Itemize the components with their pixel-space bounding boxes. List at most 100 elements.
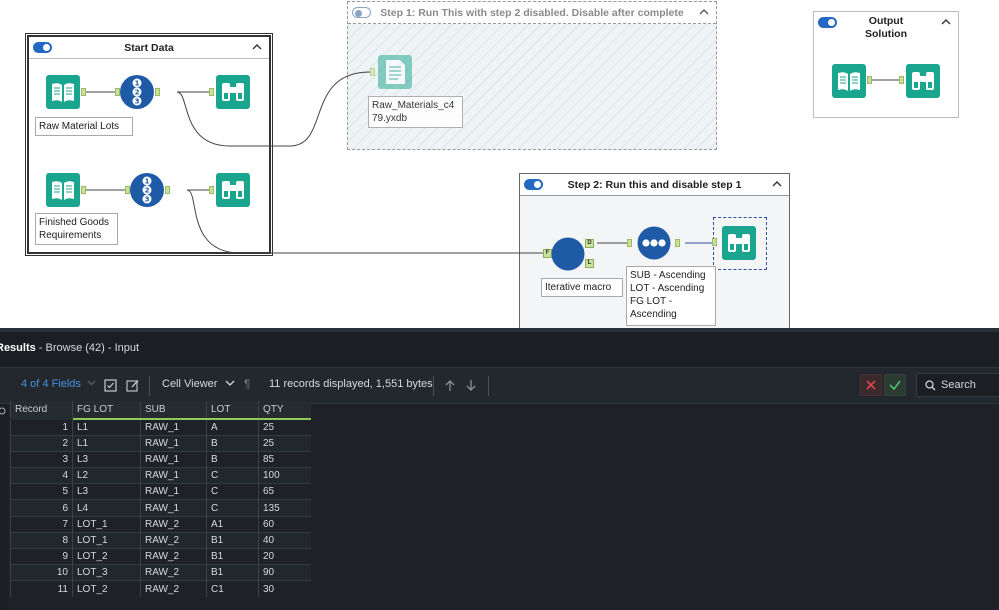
column-header[interactable]: FG LOT [72,401,141,420]
record-number-cell[interactable]: 2 [10,434,73,452]
browse-tool-step2[interactable] [722,226,756,260]
toggle-switch[interactable] [524,179,543,190]
table-cell[interactable]: C [206,483,259,500]
table-cell[interactable]: L3 [72,483,141,500]
table-cell[interactable]: 40 [258,531,311,549]
container-header[interactable]: Step 2: Run this and disable step 1 [520,174,789,196]
table-cell[interactable]: 100 [258,467,311,484]
arrow-up-icon[interactable] [444,379,456,392]
output-anchor[interactable] [81,186,86,194]
output-anchor[interactable] [867,76,872,84]
table-cell[interactable]: LOT_1 [72,531,141,549]
chevron-up-icon[interactable] [771,178,783,190]
table-cell[interactable]: B1 [206,547,259,565]
table-cell[interactable]: LOT_1 [72,515,141,533]
output-anchor[interactable] [81,88,86,96]
input-anchor[interactable] [712,238,717,246]
panel-resize-bar[interactable] [0,328,999,332]
chevron-up-icon[interactable] [698,6,710,18]
edit-icon[interactable] [126,379,139,392]
record-number-cell[interactable]: 9 [10,547,73,565]
record-number-cell[interactable]: 3 [10,450,73,468]
input-anchor[interactable] [125,186,130,194]
record-number-cell[interactable]: 1 [10,418,73,436]
input-anchor[interactable] [209,186,214,194]
toggle-switch[interactable] [352,7,371,18]
checkbox-icon[interactable] [104,379,117,392]
iterative-macro-tool[interactable] [551,237,585,271]
input-tool-output-solution[interactable] [832,64,866,98]
browse-tool-2[interactable] [216,173,250,207]
column-header[interactable]: Record [10,401,73,420]
record-number-cell[interactable]: 8 [10,531,73,549]
container-header[interactable]: Output Solution [814,12,958,44]
cancel-button[interactable] [860,374,882,396]
table-cell[interactable]: L3 [72,450,141,468]
table-cell[interactable]: RAW_1 [140,450,207,468]
output-anchor[interactable] [675,239,680,247]
table-cell[interactable]: 25 [258,418,311,436]
table-cell[interactable]: B [206,434,259,452]
table-cell[interactable]: 60 [258,515,311,533]
table-cell[interactable]: LOT_2 [72,547,141,565]
browse-tool-1[interactable] [216,75,250,109]
output-anchor[interactable] [155,88,160,96]
table-cell[interactable]: B1 [206,564,259,581]
table-cell[interactable]: L2 [72,467,141,484]
table-cell[interactable]: C [206,467,259,484]
table-cell[interactable]: 65 [258,483,311,500]
table-cell[interactable]: C [206,499,259,517]
input-anchor[interactable] [627,239,632,247]
column-header[interactable]: LOT [206,401,259,420]
record-number-cell[interactable]: 4 [10,467,73,484]
input-anchor[interactable] [115,88,120,96]
record-number-cell[interactable]: 6 [10,499,73,517]
table-cell[interactable]: A1 [206,515,259,533]
table-cell[interactable]: LOT_2 [72,580,141,598]
record-number-cell[interactable]: 10 [10,564,73,581]
table-cell[interactable]: RAW_2 [140,547,207,565]
macro-output-anchor-l[interactable]: L [585,259,594,268]
toggle-switch[interactable] [818,17,837,28]
table-cell[interactable]: RAW_1 [140,434,207,452]
table-cell[interactable]: RAW_2 [140,515,207,533]
table-cell[interactable]: RAW_2 [140,580,207,598]
output-anchor[interactable] [165,186,170,194]
table-cell[interactable]: RAW_1 [140,499,207,517]
input-anchor[interactable] [370,68,375,76]
record-number-cell[interactable]: 5 [10,483,73,500]
table-cell[interactable]: 30 [258,580,311,598]
workflow-canvas[interactable]: Start Data Step 1: Run This with step 2 … [0,0,999,328]
input-anchor[interactable] [209,88,214,96]
record-number-cell[interactable]: 11 [10,580,73,598]
table-cell[interactable]: L1 [72,418,141,436]
cell-viewer-dropdown[interactable]: Cell Viewer [162,378,235,390]
table-cell[interactable]: 20 [258,547,311,565]
pilcrow-icon[interactable]: ¶ [244,377,251,391]
macro-output-anchor-d[interactable]: D [585,239,594,248]
input-tool-finished-goods[interactable] [46,173,80,207]
browse-tool-output[interactable] [906,64,940,98]
record-id-tool-2[interactable]: 1 2 3 [130,173,164,207]
chevron-up-icon[interactable] [251,41,263,53]
column-header[interactable]: SUB [140,401,207,420]
table-cell[interactable]: RAW_1 [140,467,207,484]
fields-selector[interactable]: 4 of 4 Fields [21,378,96,390]
table-cell[interactable]: 25 [258,434,311,452]
info-icon[interactable] [0,406,8,416]
input-anchor[interactable] [899,76,904,84]
table-cell[interactable]: RAW_1 [140,483,207,500]
input-tool-raw-lots[interactable] [46,75,80,109]
table-cell[interactable]: L1 [72,434,141,452]
